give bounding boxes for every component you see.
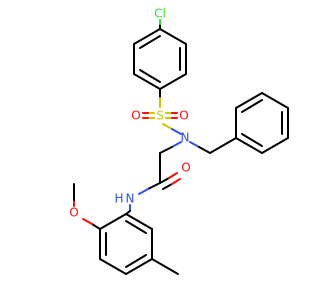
molecule-diagram: Cl S O O N O H N O: [69, 7, 289, 275]
chlorine-atom-label: Cl: [154, 7, 166, 21]
sulfonamide-nitrogen-label: N: [181, 131, 190, 145]
methoxy-oxygen-label: O: [69, 206, 78, 220]
sulfur-atom-label: S: [156, 109, 164, 123]
atom-label-layer: Cl S O O N O H N O: [69, 7, 190, 220]
amide-hydrogen-label: H: [114, 192, 123, 206]
amide-oxygen-label: O: [181, 161, 190, 175]
bond-layer: [73, 19, 289, 275]
sulfonyl-oxygen-left-label: O: [131, 109, 140, 123]
amide-nitrogen-label: N: [126, 192, 135, 206]
sulfonyl-oxygen-right-label: O: [179, 109, 188, 123]
